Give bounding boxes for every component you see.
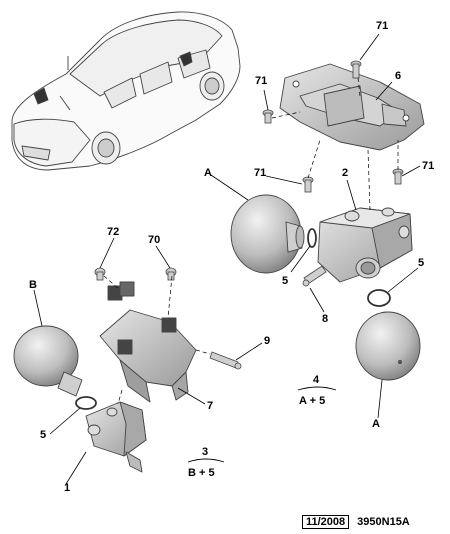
accumulator-sphere-a-bottom xyxy=(355,311,421,381)
callout-2: 2 xyxy=(342,167,348,179)
callout-5a: 5 xyxy=(282,275,288,287)
screw-70 xyxy=(165,267,177,281)
callout-7: 7 xyxy=(207,400,213,412)
group-3-brace xyxy=(187,458,225,463)
screw-71c xyxy=(302,176,314,193)
valve-8 xyxy=(302,265,327,287)
stud-9 xyxy=(209,351,242,370)
accumulator-sphere-a-top xyxy=(230,194,305,274)
car-illustration xyxy=(11,11,241,171)
callout-5c: 5 xyxy=(40,429,46,441)
callout-71c: 71 xyxy=(254,167,266,179)
support-bracket-7 xyxy=(99,281,197,403)
footer-date: 11/2008 xyxy=(302,515,350,529)
mounting-bracket-6 xyxy=(279,63,425,151)
callout-6: 6 xyxy=(395,70,401,82)
callout-70: 70 xyxy=(148,234,160,246)
callout-71b: 71 xyxy=(255,75,267,87)
group-4-number: 4 xyxy=(313,374,320,386)
footer: 11/2008 3950N15A xyxy=(302,515,410,529)
assembly-lines xyxy=(103,77,399,405)
o-ring-5c xyxy=(75,396,97,410)
group-3-number: 3 xyxy=(202,446,208,458)
o-ring-5b xyxy=(367,289,391,307)
group-4-brace xyxy=(297,386,337,391)
callout-A2: A xyxy=(372,418,380,430)
hydraulic-block-2 xyxy=(317,207,413,283)
screw-71a xyxy=(350,60,362,79)
screw-71d xyxy=(392,168,404,185)
callout-71d: 71 xyxy=(422,160,434,172)
callout-labels: 71 6 71 71 2 71 A 5 5 8 A 72 70 B 9 5 7 … xyxy=(29,20,434,494)
callout-9: 9 xyxy=(264,335,270,347)
footer-reference: 3950N15A xyxy=(357,516,410,528)
screw-72 xyxy=(94,267,106,281)
callout-8: 8 xyxy=(322,313,328,325)
accumulator-sphere-b xyxy=(13,325,83,397)
group-4-combo: A + 5 xyxy=(299,395,325,407)
callout-B: B xyxy=(29,279,37,291)
callout-A1: A xyxy=(204,167,212,179)
screw-71b xyxy=(262,109,274,124)
hydraulic-block-1 xyxy=(85,401,147,473)
callout-71a: 71 xyxy=(376,20,388,32)
callout-72: 72 xyxy=(107,226,119,238)
callout-5b: 5 xyxy=(418,257,424,269)
callout-1: 1 xyxy=(64,482,70,494)
group-3-combo: B + 5 xyxy=(188,467,215,479)
o-ring-5a xyxy=(307,228,317,248)
leader-lines xyxy=(33,33,421,485)
